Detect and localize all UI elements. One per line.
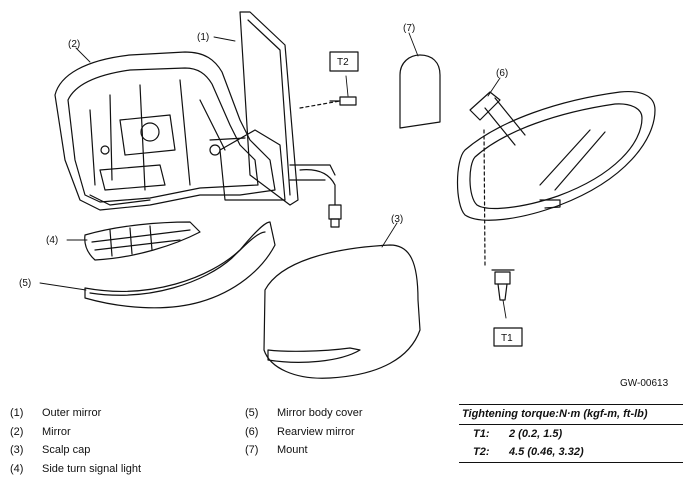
torque-title: Tightening torque:N·m (kgf-m, ft-lb)	[459, 404, 683, 425]
figure-id: GW-00613	[620, 378, 669, 389]
mount-part	[399, 54, 441, 129]
legend-label: Mount	[277, 444, 308, 456]
parts-diagram: (1) (2) (7) (6) (3) (4) (5) T2 T1	[19, 11, 656, 379]
t2-box	[329, 51, 359, 72]
leader-lines	[39, 32, 507, 319]
legend-item: (7) Mount	[245, 441, 363, 460]
outer-mirror-part	[219, 11, 336, 206]
callout-6: (6)	[496, 68, 508, 79]
callout-2: (2)	[68, 39, 80, 50]
legend-label: Scalp cap	[42, 444, 91, 456]
callout-4: (4)	[46, 235, 58, 246]
scalp-cap-part	[263, 244, 421, 379]
legend-left: (1) Outer mirror (2) Mirror (3) Scalp cap (…	[10, 404, 141, 478]
torque-row: T1: 2 (0.2, 1.5)	[459, 425, 683, 444]
callout-3: (3)	[391, 214, 403, 225]
legend-item: (6) Rearview mirror	[245, 423, 363, 442]
legend-num: (4)	[10, 462, 24, 475]
legend-item: (1) Outer mirror	[10, 404, 141, 423]
legend-item: (4) Side turn signal light	[10, 460, 141, 479]
t1-box	[493, 327, 523, 347]
legend-num: (7)	[245, 444, 259, 456]
legend-num: (6)	[245, 425, 259, 438]
mirror-body-cover-part	[84, 221, 276, 309]
callout-1: (1)	[197, 32, 209, 43]
legend-label: Outer mirror	[42, 407, 102, 419]
legend-item: (3) Scalp cap	[10, 441, 141, 460]
callout-7: (7)	[403, 23, 415, 34]
t2-label: T2	[337, 57, 349, 68]
rearview-mirror-part	[456, 90, 656, 266]
legend-label: Mirror	[42, 425, 71, 438]
bolt-t2-part	[299, 96, 357, 109]
torque-value: 4.5 (0.46, 3.32)	[509, 446, 584, 458]
torque-key: T2:	[473, 446, 490, 458]
torque-key: T1:	[473, 427, 490, 440]
callout-5: (5)	[19, 278, 31, 289]
legend-item: (2) Mirror	[10, 423, 141, 442]
mirror-housing-part	[54, 51, 276, 211]
legend-item: (5) Mirror body cover	[245, 404, 363, 423]
legend-label: Rearview mirror	[277, 425, 355, 438]
legend-label: Side turn signal light	[42, 462, 142, 475]
legend-num: (1)	[10, 407, 24, 419]
legend-num: (2)	[10, 425, 24, 438]
legend-num: (5)	[245, 407, 259, 419]
screw-t1-part	[491, 269, 515, 301]
torque-value: 2 (0.2, 1.5)	[509, 427, 563, 440]
wire-harness-part	[299, 169, 342, 228]
legend-num: (3)	[10, 444, 24, 456]
legend-right: (5)Mirror body cover (6)Rearview mirror …	[245, 404, 363, 460]
legend-label: Mirror body cover	[277, 407, 363, 419]
t1-label: T1	[501, 333, 513, 344]
torque-table: Tightening torque:N·m (kgf-m, ft-lb) T1:…	[459, 404, 683, 463]
torque-row: T2: 4.5 (0.46, 3.32)	[459, 443, 683, 463]
turn-signal-light-part	[84, 221, 201, 261]
